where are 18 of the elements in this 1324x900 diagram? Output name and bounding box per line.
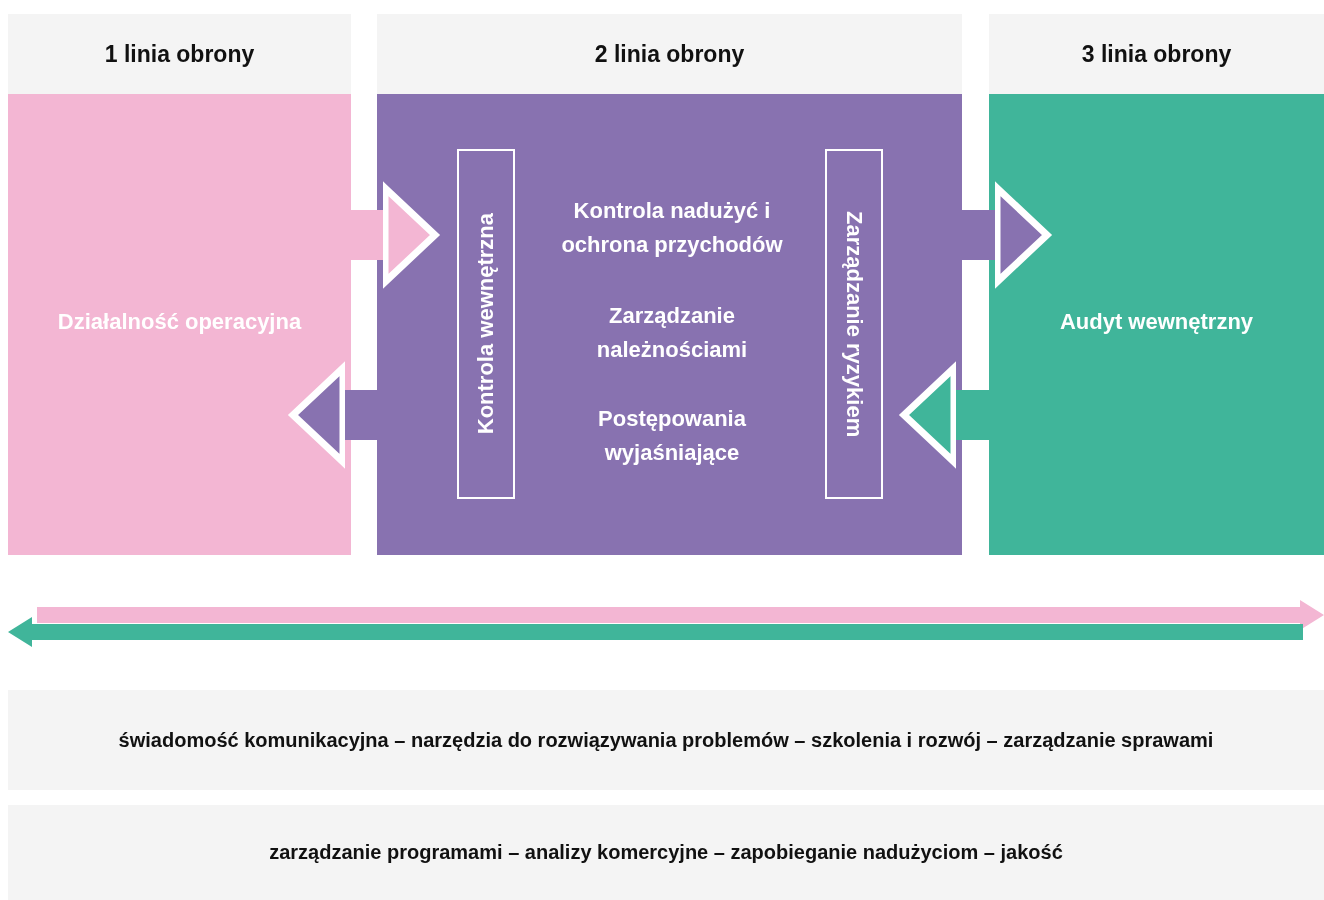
panel-text: Kontrola nadużyć i ochrona przychodów — [560, 197, 784, 259]
chevron-arrow — [289, 364, 377, 466]
panel-text: Postępowania wyjaśniające — [597, 405, 747, 467]
band-text: zarządzanie programami – analizy komercyjne – zapobieganie nadużyciom – jakość — [269, 841, 1063, 864]
panel-text: Zarządzanie należnościami — [595, 302, 749, 364]
label-frame — [825, 149, 883, 499]
panel-title: Audyt wewnętrzny — [1058, 309, 1255, 335]
column-header: 2 linia obrony — [377, 14, 962, 94]
column-header: 1 linia obrony — [8, 14, 351, 94]
chevron-arrow — [962, 184, 1051, 286]
band-text: świadomość komunikacyjna – narzędzia do rozwiązywania problemów – szkolenia i rozwój – zarządzanie sprawami — [118, 728, 1214, 752]
panel-title: Działalność operacyjna — [56, 309, 303, 335]
chevron-arrow — [351, 184, 439, 286]
column-header: 3 linia obrony — [989, 14, 1324, 94]
vertical-label: Kontrola wewnętrzna — [473, 213, 499, 435]
chevron-arrow — [900, 364, 989, 466]
label-frame — [457, 149, 515, 499]
vertical-label: Zarządzanie ryzykiem — [841, 210, 867, 438]
